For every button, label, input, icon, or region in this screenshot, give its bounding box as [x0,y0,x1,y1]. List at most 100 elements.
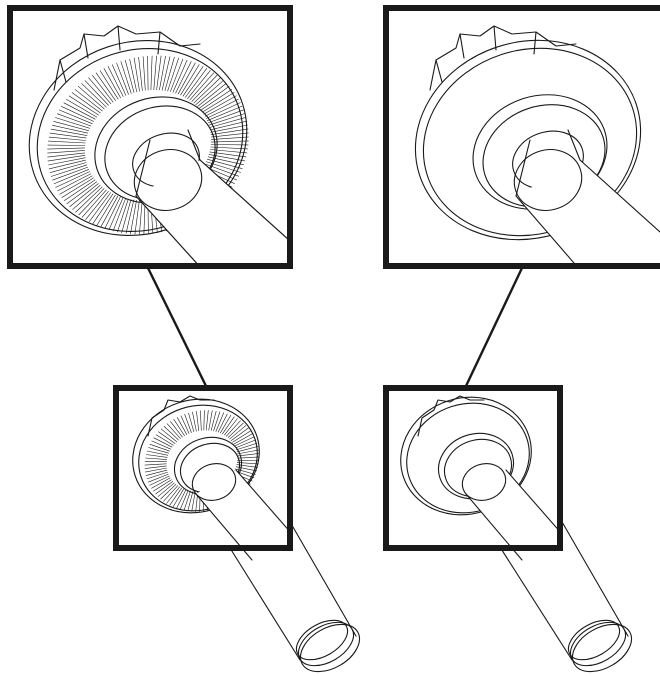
bristle-stroke [192,411,197,432]
bristle-stroke [208,113,246,126]
bristle-stroke [180,64,200,96]
bristle-stroke [145,469,168,476]
bristle-stroke [182,66,204,97]
bristle-stroke [111,64,127,96]
assembly-brush-seal [113,385,361,673]
bristle-stroke [147,55,149,91]
bristle-stroke [163,425,179,441]
bristle-stroke [227,422,244,439]
closeup-plain-seal [383,5,660,269]
bristle-stroke [49,132,87,139]
bristle-stroke [144,463,167,466]
bristle-stroke [57,173,92,192]
bristle-stroke [145,467,167,473]
bristle-stroke [156,55,162,91]
bristle-stroke [150,55,153,91]
bristle-stroke [229,425,247,440]
bristle-stroke [200,88,233,111]
bristle-stroke [133,57,140,92]
bristle-stroke [180,415,190,434]
bristle-stroke [160,483,177,500]
bristle-stroke [183,490,191,511]
bristle-stroke [145,457,168,460]
bristle-stroke [203,95,237,115]
bristle-stroke [205,410,209,431]
bristle-stroke [225,420,241,437]
bristle-stroke [100,195,119,228]
bristle-stroke [235,439,257,449]
bristle-stroke [145,454,168,458]
bristle-stroke [112,198,126,232]
bristle-stroke [134,199,140,235]
bristle-stroke [159,55,166,91]
bristle-stroke [210,120,248,131]
bristle-stroke [52,166,89,181]
bristle-stroke [176,489,187,509]
bristle-stroke [55,171,91,188]
bristle-stroke [236,446,259,453]
assembly-frame-left [113,385,293,551]
bristle-stroke [95,72,116,101]
bristle-stroke [205,102,241,119]
bristle-stroke [151,477,171,489]
bristle-stroke [210,128,249,135]
bristle-stroke [211,132,249,138]
bristle-stroke [215,412,225,432]
bristle-stroke [85,191,109,220]
bristle-stroke [117,198,129,233]
bristle-stroke [66,181,98,205]
bristle-stroke [217,413,228,433]
bristle-stroke [120,61,132,94]
bristle-stroke [233,433,253,445]
closeup-frame-left [7,5,293,269]
bristle-stroke [158,431,176,444]
bristle-stroke [103,68,121,99]
bristle-stroke [187,70,211,99]
bristle-stroke [236,462,259,465]
bristle-stroke [55,117,91,129]
leader-line-right [464,267,524,387]
bristle-stroke [69,183,99,208]
bristle-stroke [50,164,88,177]
bristle-stroke [197,82,227,107]
bristle-stroke [148,447,169,454]
bristle-stroke [48,157,86,166]
bristle-stroke [213,411,221,432]
bristle-stroke [155,434,174,446]
bristle-stroke [52,124,89,134]
bristle-stroke [153,437,173,448]
bristle-stroke [63,102,96,120]
bristle-stroke [202,92,235,113]
bristle-stroke [155,480,174,495]
bristle-stroke [146,471,168,480]
bristle-stroke [236,442,258,451]
bristle-stroke [49,162,87,173]
bristle-stroke [78,188,105,216]
bristle-stroke [121,199,132,234]
bristle-stroke [167,57,179,92]
bristle-stroke [47,155,86,162]
brush-bristles-small [144,410,260,512]
bristle-stroke [47,152,85,158]
bristle-stroke [138,56,143,91]
bristle-stroke [96,194,116,226]
bristle-stroke [71,92,101,114]
bristle-stroke [234,436,255,447]
bristle-stroke [53,169,90,185]
bristle-stroke [191,491,196,512]
closeup-brush-seal [7,5,293,269]
bristle-stroke [237,449,259,455]
bristle-stroke [164,56,175,91]
bristle-stroke [88,77,112,105]
bristle-stroke [59,175,93,195]
bristle-stroke [58,109,93,125]
bristle-stroke [72,184,101,210]
bristle-stroke [195,80,224,106]
bristle-stroke [144,465,167,469]
bristle-stroke [203,410,205,431]
bristle-stroke [172,59,188,93]
bristle-stroke [204,98,239,117]
bristle-stroke [157,482,175,497]
bristle-stroke [147,473,169,483]
bristle-stroke [153,55,157,91]
